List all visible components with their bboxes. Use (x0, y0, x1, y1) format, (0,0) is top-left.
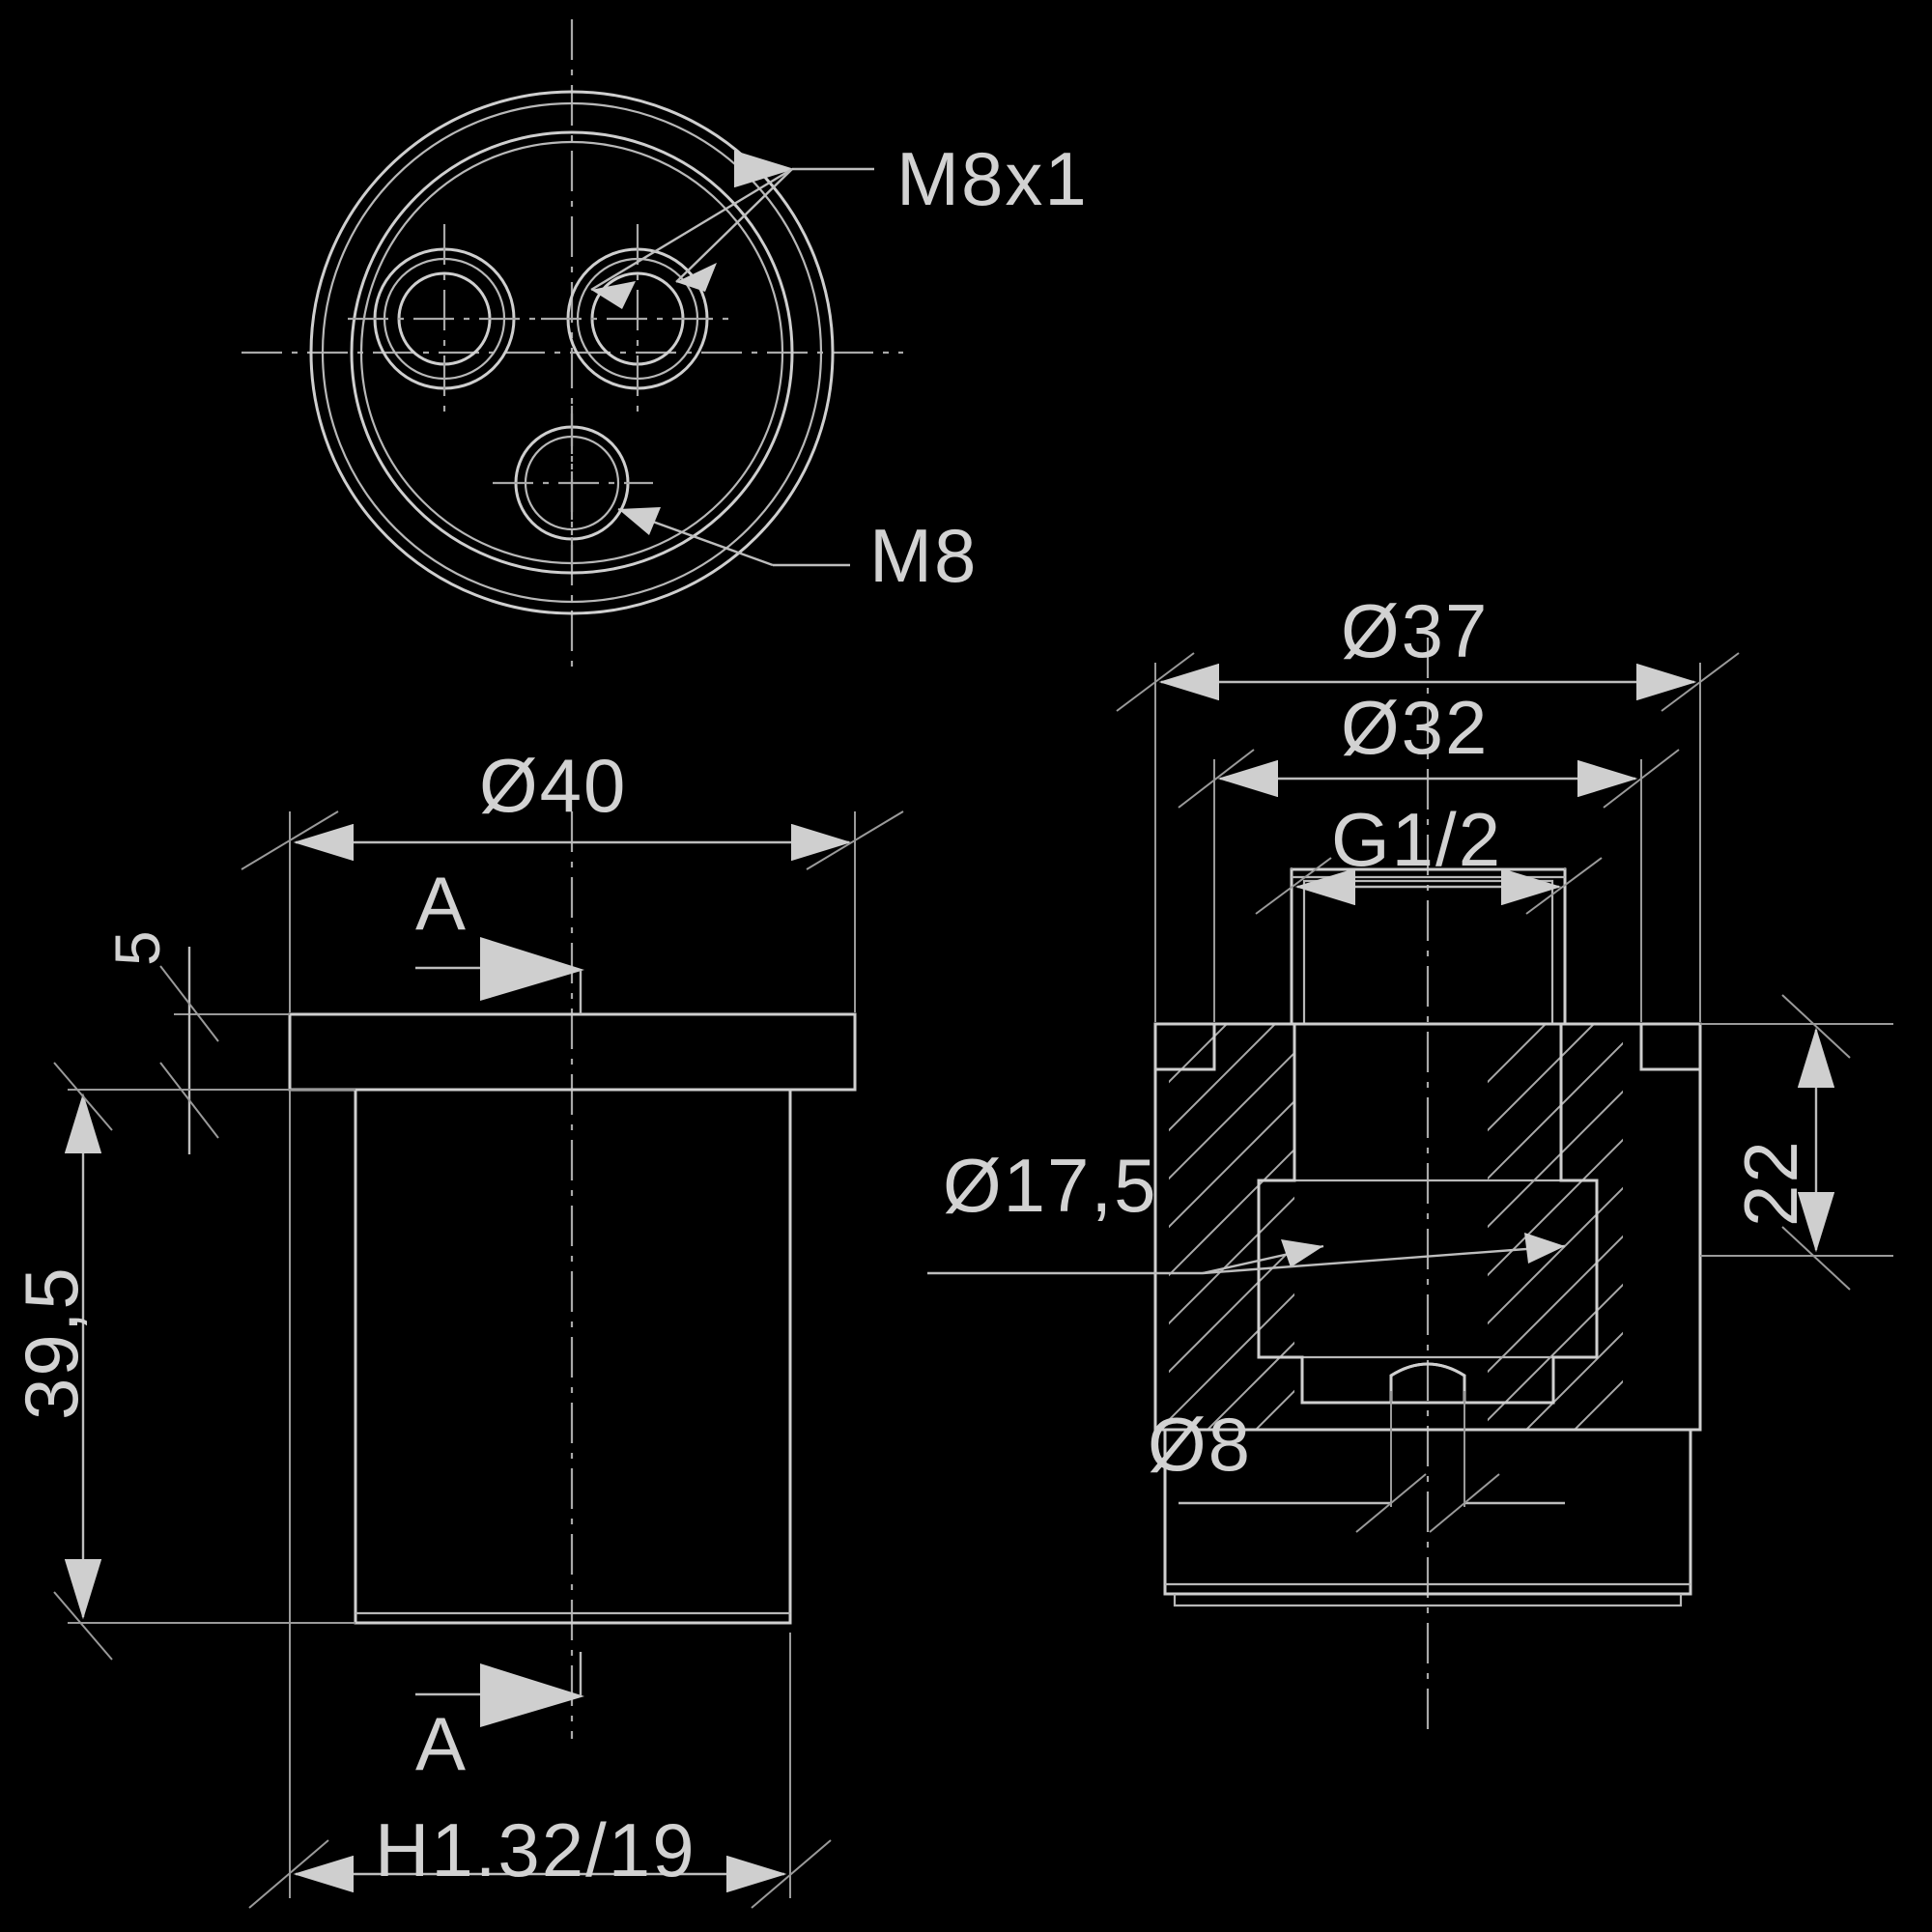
total-height-label: 39,5 (9, 1265, 94, 1420)
section-arrow-bottom (415, 1652, 584, 1727)
flange-diameter-label: Ø37 (1341, 588, 1490, 673)
section-hatch-left (1169, 1024, 1294, 1430)
dim-flange-diameter (1116, 652, 1740, 1022)
dim-section-height (1700, 994, 1893, 1291)
thread-coarse-leader (617, 507, 850, 567)
pipe-thread-label: G1/2 (1331, 797, 1503, 882)
section-arrow-top (415, 937, 584, 1014)
dim-port-diameter (1179, 1391, 1565, 1533)
thread-fine-label: M8x1 (896, 136, 1089, 221)
dim-part-code (248, 1090, 832, 1909)
port-diameter-label: Ø8 (1148, 1402, 1253, 1487)
flange-thickness-label: 5 (101, 929, 173, 966)
dim-pipe-thread (1255, 857, 1603, 915)
dim-outer-diameter (241, 810, 904, 1012)
section-hatch-right (1488, 1024, 1623, 1430)
section-view (927, 638, 1893, 1729)
body-diameter-label: Ø32 (1341, 685, 1490, 770)
thread-fine-leader (590, 150, 874, 309)
section-height-label: 22 (1728, 1139, 1813, 1227)
dim-total-height (53, 1062, 355, 1661)
dim-flange-thickness (159, 947, 355, 1154)
part-code-label: H1.32/19 (375, 1807, 696, 1892)
thread-coarse-label: M8 (869, 513, 979, 598)
front-view (53, 810, 904, 1909)
top-view (242, 19, 903, 676)
section-mark-top-label: A (415, 861, 467, 946)
section-mark-bottom-label: A (415, 1701, 467, 1786)
dim-body-diameter (1178, 749, 1680, 1022)
outer-diameter-label: Ø40 (479, 743, 628, 828)
dim-bore-diameter (927, 1233, 1566, 1275)
bore-diameter-label: Ø17,5 (943, 1143, 1158, 1228)
